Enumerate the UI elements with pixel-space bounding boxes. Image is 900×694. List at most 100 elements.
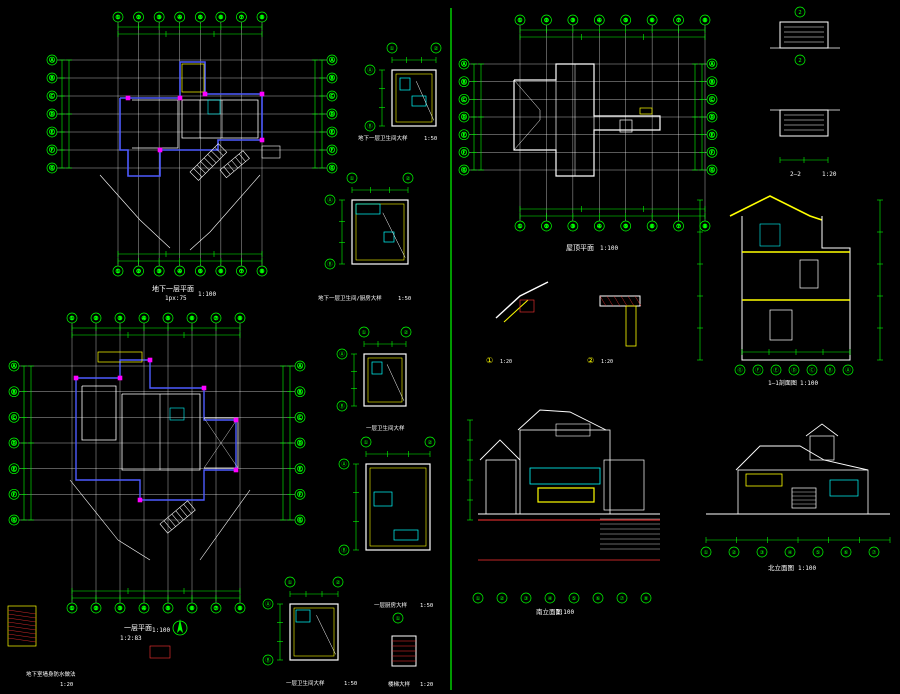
fixture bbox=[383, 231, 395, 243]
detail-a-scale: 1:50 bbox=[424, 136, 437, 142]
grid-bubble-right bbox=[294, 437, 306, 449]
tower bbox=[809, 435, 835, 461]
column bbox=[73, 375, 79, 381]
grid-bubble-label: ⑥ bbox=[596, 595, 601, 602]
grid-bubble-label: Ⓔ bbox=[709, 131, 715, 139]
grid-bubble-left bbox=[8, 437, 20, 449]
retaining-wall bbox=[209, 174, 261, 233]
grid-bubble-label: Ⓓ bbox=[49, 110, 55, 118]
grid-bubble-right bbox=[706, 76, 718, 88]
retaining-wall bbox=[189, 231, 211, 251]
detail-b-title: 地下一层卫生间/厨房大样 bbox=[318, 294, 382, 302]
detail-wall bbox=[391, 69, 437, 127]
grid-bubble-label: Ⓐ bbox=[329, 56, 335, 64]
grid-bubble-label: ⑥ bbox=[190, 315, 195, 322]
detail-bubble bbox=[336, 400, 348, 412]
side-elevation-scale: 1:100 bbox=[798, 565, 816, 572]
elev-bubble bbox=[868, 546, 880, 558]
grid-bubble-label: Ⓓ bbox=[461, 113, 467, 121]
detail-bubble bbox=[392, 612, 404, 624]
grid-bubble-top bbox=[699, 14, 711, 26]
grid-bubble-left bbox=[46, 126, 58, 138]
detail-h: 地下室墙身防水做法 1:20 bbox=[7, 605, 171, 688]
stair-flight bbox=[219, 150, 250, 179]
section-marker bbox=[794, 54, 806, 66]
stair-tread bbox=[203, 157, 213, 167]
ground-floor-plan-title: 一层平面 bbox=[124, 624, 152, 632]
grid-bubble-label: ④ bbox=[177, 14, 182, 21]
grid-bubble-label: Ⓓ bbox=[329, 110, 335, 118]
grid-bubble-label: Ⓓ bbox=[709, 113, 715, 121]
front-elevation-title: 南立面图 bbox=[536, 607, 562, 616]
roof-ridge bbox=[513, 119, 541, 151]
column bbox=[117, 375, 123, 381]
basement-outline bbox=[119, 61, 263, 177]
grid-bubble-label: Ⓓ bbox=[11, 439, 17, 447]
grid-bubble-right bbox=[294, 463, 306, 475]
window bbox=[759, 223, 781, 247]
grid-bubble-label: ① bbox=[362, 329, 367, 336]
stair-tread bbox=[196, 164, 206, 174]
grid-bubble-label: Ⓔ bbox=[297, 465, 303, 473]
detail-inner bbox=[369, 467, 427, 547]
grid-bubble-label: ⑧ bbox=[644, 595, 649, 602]
grid-bubble-right bbox=[326, 54, 338, 66]
wall-detail bbox=[625, 305, 637, 347]
fixture bbox=[295, 609, 311, 623]
hatch bbox=[7, 625, 37, 631]
detail-h-title: 地下室墙身防水做法 bbox=[26, 670, 76, 678]
grid-bubble-label: 2 bbox=[798, 10, 801, 16]
retaining-wall bbox=[117, 539, 151, 561]
grid-bubble-label: ⑧ bbox=[703, 223, 708, 230]
grid-bubble-right bbox=[294, 514, 306, 526]
node-2-label: ② bbox=[587, 356, 594, 365]
grid-bubble-label: ⑤ bbox=[198, 268, 203, 275]
stair-tread bbox=[223, 166, 231, 175]
grid-bubble-label: Ⓐ bbox=[339, 350, 345, 358]
door-swing bbox=[382, 212, 406, 258]
grid-bubble-label: ② bbox=[428, 439, 433, 446]
hatch bbox=[606, 295, 614, 307]
detail-bubble bbox=[358, 326, 370, 338]
grid-bubble-left bbox=[46, 90, 58, 102]
grid-bubble-label: ④ bbox=[548, 595, 553, 602]
grid-bubble-bottom bbox=[153, 265, 165, 277]
node-1-scale: 1:20 bbox=[500, 359, 512, 365]
grid-bubble-left bbox=[458, 164, 470, 176]
elev-bubble bbox=[544, 592, 556, 604]
grid-bubble-label: Ⓕ bbox=[755, 366, 761, 374]
fixture bbox=[399, 77, 411, 91]
section-2-2-title: 2—2 bbox=[790, 171, 801, 178]
ground-floor-plan-sub: 1:2:83 bbox=[120, 635, 142, 642]
grid-bubble-label: ④ bbox=[788, 549, 793, 556]
grid-bubble-bottom bbox=[236, 265, 247, 277]
grid-bubble-bottom bbox=[210, 602, 222, 614]
grid-bubble-top bbox=[138, 312, 150, 324]
detail-bubble bbox=[338, 458, 350, 470]
fixture bbox=[411, 95, 427, 107]
grid-bubble-top bbox=[112, 11, 124, 23]
grid-bubble-label: Ⓔ bbox=[773, 366, 779, 374]
grid-bubble-top bbox=[514, 14, 526, 26]
grid-bubble-right bbox=[706, 58, 718, 70]
section-bubble bbox=[752, 364, 764, 376]
column bbox=[259, 91, 265, 97]
grid-bubble-label: ⑦ bbox=[214, 315, 219, 322]
grid-bubble-left bbox=[458, 111, 470, 123]
grid-bubble-label: ⑥ bbox=[650, 223, 655, 230]
front-elevation-scale: 1:100 bbox=[556, 609, 574, 616]
grid-bubble-right bbox=[294, 488, 306, 500]
detail-bubble bbox=[346, 172, 358, 184]
grid-bubble-bottom bbox=[114, 602, 126, 614]
grid-bubble-top bbox=[541, 14, 552, 26]
canopy bbox=[97, 351, 143, 363]
stair-tread bbox=[171, 513, 180, 524]
grid-bubble-bottom bbox=[112, 265, 124, 277]
grid-bubble-label: ⑤ bbox=[623, 223, 628, 230]
elev-bubble bbox=[728, 546, 740, 558]
door-swing bbox=[415, 81, 435, 121]
roof-line bbox=[517, 409, 607, 431]
grid-bubble-label: Ⓔ bbox=[49, 128, 55, 136]
